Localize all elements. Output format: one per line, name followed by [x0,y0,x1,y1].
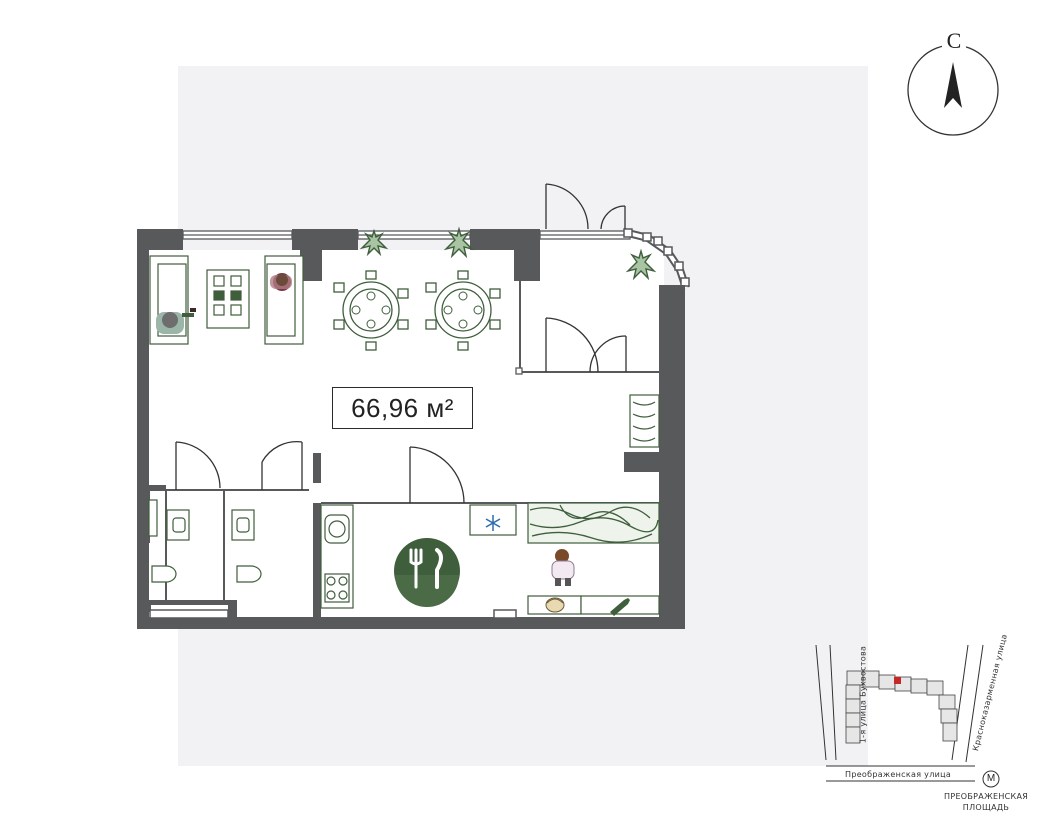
street-label-left: 1-я улица Бухвостова [858,645,868,744]
doors [175,183,627,504]
outer-walls [137,229,685,629]
shelving [629,394,660,448]
compass-arrow-icon [944,62,962,108]
person-icon [551,549,575,586]
bathroom-fixtures [148,499,262,583]
marble-counter [527,502,660,544]
fork-knife-icon [394,538,460,607]
snowflake-icon [485,515,501,531]
windows [182,230,631,375]
bottle-icon [610,598,630,616]
round-tables [333,270,501,351]
person-icon [270,273,292,291]
street-label-bottom: Преображенская улица [845,770,952,779]
person-icon [156,308,196,334]
cake-icon [545,597,565,613]
area-label: 66,96 м² [332,387,473,429]
metro-station-label: ПРЕОБРАЖЕНСКАЯ ПЛОЩАДЬ [944,792,1029,812]
north-label: С [942,30,966,52]
location-marker [894,677,901,684]
plant-icon [359,226,657,281]
location-map [815,644,1000,788]
compass [907,44,999,136]
metro-icon: М [986,773,996,784]
